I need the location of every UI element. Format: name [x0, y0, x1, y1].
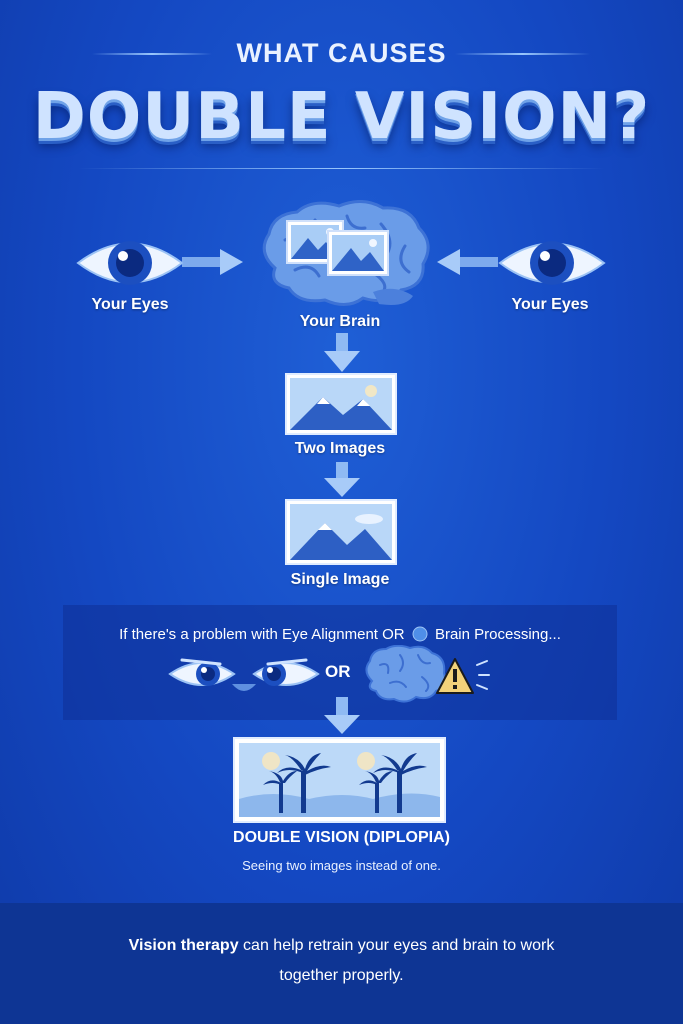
arrow-left-icon — [437, 249, 498, 275]
problem-text: If there's a problem with Eye Alignment … — [63, 626, 617, 643]
arrow-right-icon — [182, 249, 243, 275]
two-images-label: Two Images — [294, 440, 386, 457]
title-divider — [78, 168, 605, 169]
bullet-dot-icon — [412, 626, 428, 642]
single-image-label: Single Image — [290, 571, 390, 588]
header-rule-left — [92, 53, 212, 55]
single-image-icon — [285, 499, 397, 565]
footer-rest: can help retrain your eyes and brain to … — [238, 937, 555, 984]
two-images-icon — [285, 373, 397, 435]
arrow-down-icon — [324, 462, 360, 497]
left-eye-icon — [76, 241, 184, 285]
double-vision-image — [233, 737, 446, 823]
footer-bold: Vision therapy — [128, 937, 239, 954]
result-description: Seeing two images instead of one. — [242, 858, 441, 873]
header-rule-right — [455, 53, 590, 55]
arrow-down-icon — [324, 697, 360, 734]
warning-icon — [436, 658, 490, 694]
footer-text: Vision therapy can help retrain your eye… — [100, 931, 583, 991]
result-title: DOUBLE VISION (DIPLOPIA) — [233, 829, 450, 846]
brain-photo-icon-2 — [327, 230, 389, 276]
left-eye-label: Your Eyes — [91, 296, 169, 313]
arrow-down-icon — [324, 333, 360, 372]
brain-label: Your Brain — [299, 313, 381, 330]
problem-text-before: If there's a problem with Eye Alignment … — [119, 626, 405, 643]
right-eye-label: Your Eyes — [511, 296, 589, 313]
header-subtitle: WHAT CAUSES — [236, 38, 447, 68]
or-label: OR — [325, 662, 351, 681]
brain-small-icon — [365, 645, 446, 703]
misaligned-eyes-icon — [168, 658, 320, 691]
problem-text-after: Brain Processing... — [434, 626, 561, 643]
right-eye-icon — [498, 241, 606, 285]
footer-band — [0, 903, 683, 1024]
page-title: DOUBLE VISION? — [32, 80, 651, 154]
